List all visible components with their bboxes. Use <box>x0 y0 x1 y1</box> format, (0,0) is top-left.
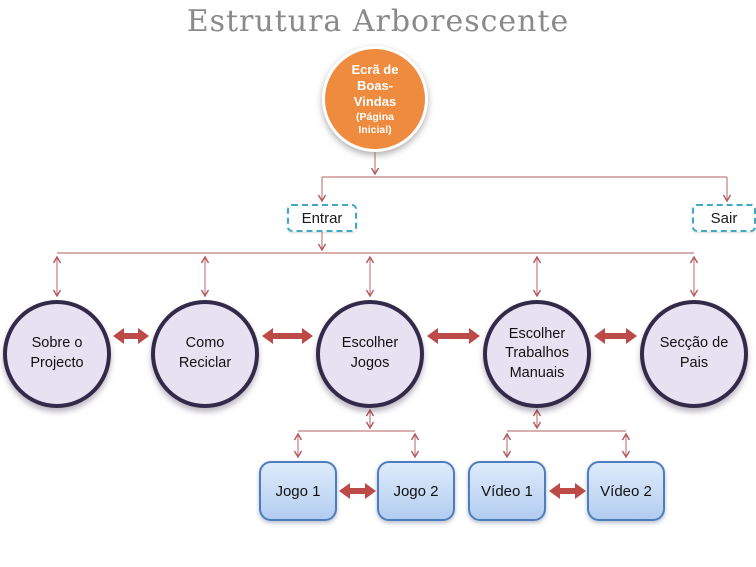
node-escolher-trabalhos-manuais: Escolher Trabalhos Manuais <box>483 300 591 408</box>
node-escolher-jogos: Escolher Jogos <box>316 300 424 408</box>
node-sobre-o-projecto: Sobre o Projecto <box>3 300 111 408</box>
arrow-video1-video2 <box>549 483 586 499</box>
node-video-1: Vídeo 1 <box>468 461 546 521</box>
arrow-c2-c3 <box>262 328 313 344</box>
arrow-c4-c5 <box>594 328 637 344</box>
arrow-jogo1-jogo2 <box>339 483 376 499</box>
node-sair: Sair <box>692 204 756 232</box>
node-entrar: Entrar <box>287 204 357 232</box>
arrow-c1-c2 <box>113 328 149 344</box>
node-welcome-screen: Ecrã de Boas-Vindas (Página Inicial) <box>322 46 428 152</box>
node-seccao-de-pais: Secção de Pais <box>640 300 748 408</box>
welcome-label: Ecrã de Boas-Vindas <box>351 61 399 110</box>
node-jogo-2: Jogo 2 <box>377 461 455 521</box>
arrow-c3-c4 <box>427 328 480 344</box>
thin-connectors <box>52 150 732 459</box>
welcome-sublabel: (Página Inicial) <box>356 111 394 136</box>
node-como-reciclar: Como Reciclar <box>151 300 259 408</box>
node-jogo-1: Jogo 1 <box>259 461 337 521</box>
thick-arrows <box>113 328 637 499</box>
node-video-2: Vídeo 2 <box>587 461 665 521</box>
diagram-title: Estrutura Arborescente <box>186 4 570 39</box>
